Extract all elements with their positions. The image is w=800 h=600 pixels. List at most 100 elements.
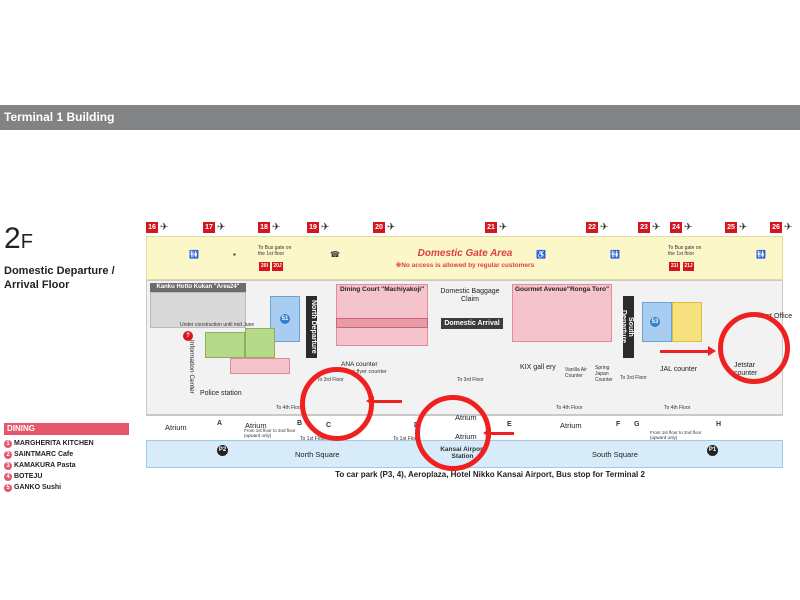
escalator-note-right: From 1st floor to 2nd floor (upward only… bbox=[650, 430, 702, 440]
airplane-icon: ✈ bbox=[739, 222, 748, 233]
arrow-head-north-icon bbox=[366, 396, 374, 406]
south-departure-label: South Departure bbox=[620, 310, 634, 344]
floor-description: Domestic Departure / Arrival Floor bbox=[4, 264, 144, 292]
arrow-line-right bbox=[660, 350, 710, 353]
entrance-h: H bbox=[716, 421, 722, 428]
airplane-icon: ✈ bbox=[160, 222, 169, 233]
gate-25: 25 bbox=[725, 222, 737, 233]
entrance-a: A bbox=[217, 420, 223, 427]
to-1st-floor-b: To 1st Floor bbox=[300, 436, 327, 442]
dining-court-row bbox=[336, 318, 428, 328]
star-flyer-counter-label: Star flyer counter bbox=[345, 369, 387, 375]
highlight-ring-right bbox=[718, 312, 790, 384]
airplane-icon: ✈ bbox=[272, 222, 281, 233]
police-station-label: Police station bbox=[200, 390, 242, 397]
accessible-icon: ♿ bbox=[536, 250, 546, 259]
entrance-b: B bbox=[297, 420, 303, 427]
to-3rd-floor-b: To 3rd Floor bbox=[620, 375, 647, 381]
to-1st-floor-a: To 1st Floor bbox=[393, 436, 420, 442]
dining-item-number: 5 bbox=[4, 484, 12, 492]
gate-21j: 21J bbox=[683, 262, 694, 271]
gate-area-subtitle: ※No access is allowed by regular custome… bbox=[395, 262, 535, 269]
arrow-head-right-icon bbox=[708, 346, 716, 356]
page-header-title: Terminal 1 Building bbox=[4, 110, 115, 124]
page-header-bar: Terminal 1 Building bbox=[0, 105, 800, 130]
floor-number: 2F bbox=[4, 222, 33, 256]
airplane-icon: ✈ bbox=[652, 222, 661, 233]
to-4th-floor-c: To 4th Floor bbox=[664, 405, 691, 411]
bus-gate-label-right: To Bus gate on the 1st floor bbox=[668, 245, 702, 257]
floor-description-line1: Domestic Departure / bbox=[4, 265, 115, 277]
highlight-ring-north bbox=[300, 367, 374, 441]
escalator-note-left: From 1st floor to 2nd floor (upward only… bbox=[244, 428, 296, 438]
to-3rd-floor-a: To 3rd Floor bbox=[457, 377, 484, 383]
airplane-icon: ✈ bbox=[600, 222, 609, 233]
blue-zone-53 bbox=[642, 302, 672, 342]
info-icon: ? bbox=[183, 331, 193, 341]
gate-20i: 20I bbox=[259, 262, 270, 271]
restroom-icon: 🚻 bbox=[610, 250, 620, 259]
pink-zone-lower bbox=[230, 358, 290, 374]
north-departure-label: North Departure bbox=[310, 300, 317, 354]
atrium-left2-label: Atrium bbox=[245, 421, 267, 430]
arrow-line-north bbox=[372, 400, 402, 403]
gate-20: 20 bbox=[373, 222, 385, 233]
directions-footer: To car park (P3, 4), Aeroplaza, Hotel Ni… bbox=[335, 470, 645, 479]
dining-court-label: Dining Court "Machiyakoji" bbox=[340, 286, 425, 293]
dining-item-number: 1 bbox=[4, 440, 12, 448]
post-office-label: Post Office bbox=[758, 313, 793, 320]
highlight-ring-station bbox=[415, 395, 491, 471]
airplane-icon: ✈ bbox=[217, 222, 226, 233]
dining-court-area bbox=[336, 284, 428, 346]
marker-51: 51 bbox=[280, 314, 290, 324]
kanku-hotto-area bbox=[150, 292, 246, 328]
to-4th-floor-b: To 4th Floor bbox=[556, 405, 583, 411]
gate-18: 18 bbox=[258, 222, 270, 233]
dining-item-number: 4 bbox=[4, 473, 12, 481]
gate-19: 19 bbox=[307, 222, 319, 233]
parking-p2-icon: P2 bbox=[217, 445, 228, 456]
floor-number-suffix: F bbox=[20, 231, 33, 253]
airplane-icon: ✈ bbox=[387, 222, 396, 233]
yellow-zone-right bbox=[672, 302, 702, 342]
airplane-icon: ✈ bbox=[321, 222, 330, 233]
jal-counter-label: JAL counter bbox=[660, 366, 698, 373]
floor-number-digit: 2 bbox=[4, 222, 21, 255]
gate-20j: 20J bbox=[272, 262, 283, 271]
north-square-label: North Square bbox=[295, 450, 340, 459]
arrow-line-station bbox=[490, 432, 514, 435]
parking-p1-icon: P1 bbox=[707, 445, 718, 456]
spring-japan-counter-label: Spring Japan Counter bbox=[595, 365, 613, 383]
entrance-f: F bbox=[616, 421, 621, 428]
bus-gate-label-left: To Bus gate on the 1st floor bbox=[258, 245, 292, 257]
gate-26: 26 bbox=[770, 222, 782, 233]
domestic-gate-area bbox=[146, 236, 783, 280]
gate-17: 17 bbox=[203, 222, 215, 233]
gate-23: 23 bbox=[638, 222, 650, 233]
gate-21i: 21I bbox=[669, 262, 680, 271]
ana-counter-label: ANA counter bbox=[341, 361, 378, 368]
gate-22: 22 bbox=[586, 222, 598, 233]
green-zone-upper bbox=[205, 332, 245, 358]
north-departure-bar bbox=[306, 296, 317, 358]
marker-53: 53 bbox=[650, 317, 660, 327]
domestic-baggage-label: Domestic Baggage Claim bbox=[440, 288, 500, 303]
dining-legend-title: DINING bbox=[4, 423, 129, 435]
phone-icon: ☎ bbox=[330, 250, 340, 259]
south-square-label: South Square bbox=[592, 450, 638, 459]
shop-icon: ▪ bbox=[233, 250, 236, 259]
airplane-icon: ✈ bbox=[784, 222, 793, 233]
restroom-icon: 🚻 bbox=[756, 250, 766, 259]
domestic-arrival-label: Domestic Arrival bbox=[441, 318, 503, 329]
dining-item-label: SAINTMARC Cafe bbox=[14, 451, 74, 458]
dining-item-number: 2 bbox=[4, 451, 12, 459]
kanku-hotto-label: Kanku Hotto Kukan "Area24" bbox=[150, 283, 246, 292]
vanilla-air-counter-label: Vanilla Air Counter bbox=[565, 367, 587, 379]
south-departure-bar bbox=[623, 296, 634, 358]
gourmet-avenue-area bbox=[512, 284, 612, 342]
information-center-label: Information Center bbox=[188, 340, 195, 394]
